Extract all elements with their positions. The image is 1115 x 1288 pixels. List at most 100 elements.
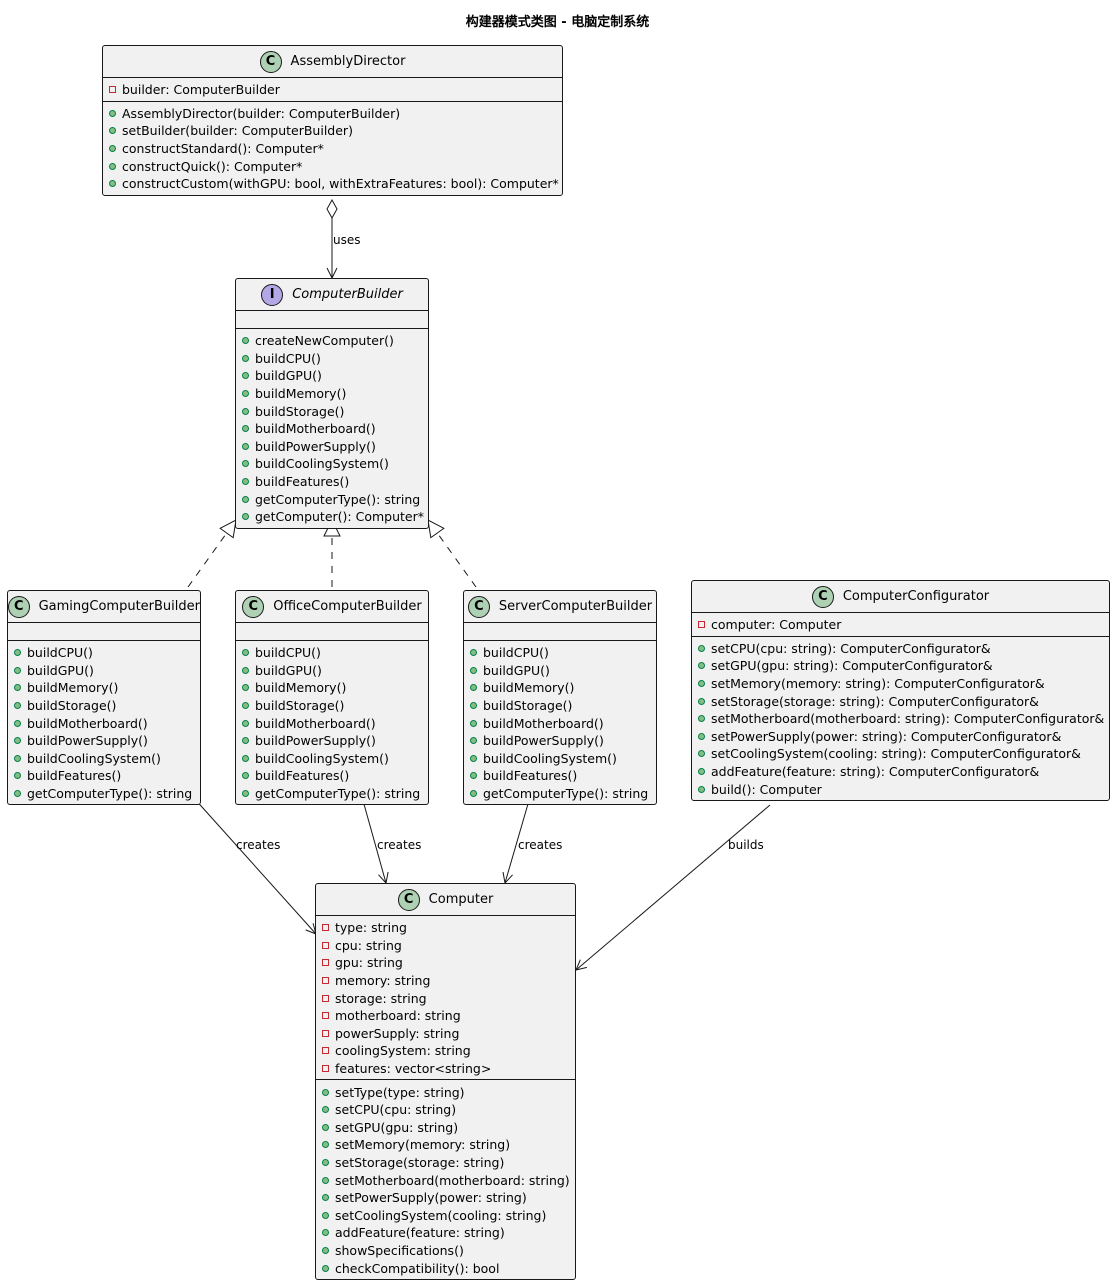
attribute-row: type: string — [316, 919, 575, 937]
member-text: buildStorage() — [255, 403, 345, 419]
member-text: buildFeatures() — [27, 768, 122, 784]
relation-gaming-creates-computer — [192, 796, 316, 934]
method-row: build(): Computer — [692, 780, 1109, 798]
attribute-row: cpu: string — [316, 937, 575, 955]
method-row: buildCPU() — [236, 644, 428, 662]
public-visibility-icon — [242, 478, 249, 486]
private-visibility-icon — [322, 994, 329, 1002]
public-visibility-icon — [14, 737, 21, 745]
member-text: buildPowerSupply() — [27, 733, 148, 749]
class-name: Computer — [428, 892, 494, 907]
diagram-title: 构建器模式类图 - 电脑定制系统 — [465, 15, 650, 30]
method-row: buildMemory() — [8, 679, 200, 697]
method-row: buildFeatures() — [236, 473, 428, 491]
class-name: AssemblyDirector — [290, 54, 406, 69]
public-visibility-icon — [242, 666, 249, 674]
public-visibility-icon — [470, 790, 477, 798]
private-visibility-icon — [698, 621, 705, 629]
relation-label-office-creates: creates — [377, 838, 422, 852]
public-visibility-icon — [698, 715, 705, 723]
member-text: setPowerSupply(power: string): ComputerC… — [711, 728, 1062, 744]
method-row: setStorage(storage: string) — [316, 1154, 575, 1172]
method-section: setType(type: string)setCPU(cpu: string)… — [316, 1080, 575, 1279]
member-text: buildFeatures() — [255, 474, 350, 490]
attribute-section — [8, 623, 200, 641]
relation-configurator-builds-computer — [576, 804, 771, 970]
attribute-section — [236, 311, 428, 329]
member-text: constructStandard(): Computer* — [122, 141, 324, 157]
attribute-row: builder: ComputerBuilder — [103, 81, 562, 99]
relation-server-creates-computer — [505, 796, 531, 883]
member-text: computer: Computer — [711, 617, 842, 633]
member-text: setCPU(cpu: string): ComputerConfigurato… — [711, 640, 991, 656]
member-text: buildCPU() — [255, 645, 321, 661]
method-section: createNewComputer()buildCPU()buildGPU()b… — [236, 329, 428, 528]
member-text: getComputerType(): string — [27, 786, 193, 802]
public-visibility-icon — [14, 772, 21, 780]
member-text: setType(type: string) — [335, 1084, 465, 1100]
attribute-row: powerSupply: string — [316, 1025, 575, 1043]
member-text: getComputerType(): string — [255, 786, 421, 802]
class-header: C Computer — [316, 884, 575, 916]
member-text: buildGPU() — [27, 662, 94, 678]
relation-label-builds: builds — [728, 838, 764, 852]
member-text: AssemblyDirector(builder: ComputerBuilde… — [122, 105, 401, 121]
method-row: addFeature(feature: string): ComputerCon… — [692, 763, 1109, 781]
method-row: setType(type: string) — [316, 1083, 575, 1101]
method-row: buildMotherboard() — [464, 714, 656, 732]
member-text: buildStorage() — [483, 698, 573, 714]
method-row: showSpecifications() — [316, 1242, 575, 1260]
member-text: buildCoolingSystem() — [27, 750, 161, 766]
class-stereotype-icon: C — [8, 595, 30, 618]
method-row: setMemory(memory: string): ComputerConfi… — [692, 675, 1109, 693]
member-text: buildPowerSupply() — [483, 733, 604, 749]
member-text: build(): Computer — [711, 781, 822, 797]
method-row: setMotherboard(motherboard: string): Com… — [692, 710, 1109, 728]
public-visibility-icon — [242, 649, 249, 657]
public-visibility-icon — [242, 407, 249, 415]
public-visibility-icon — [109, 145, 116, 153]
member-text: coolingSystem: string — [335, 1043, 471, 1059]
method-row: buildMotherboard() — [236, 420, 428, 438]
method-row: buildFeatures() — [236, 767, 428, 785]
member-text: buildCoolingSystem() — [255, 750, 389, 766]
method-row: buildCPU() — [236, 350, 428, 368]
method-row: AssemblyDirector(builder: ComputerBuilde… — [103, 105, 562, 123]
method-row: setPowerSupply(power: string) — [316, 1189, 575, 1207]
member-text: buildGPU() — [255, 662, 322, 678]
public-visibility-icon — [470, 666, 477, 674]
member-text: buildStorage() — [27, 698, 117, 714]
member-text: setMemory(memory: string) — [335, 1137, 511, 1153]
public-visibility-icon — [14, 684, 21, 692]
public-visibility-icon — [322, 1141, 329, 1149]
public-visibility-icon — [109, 109, 116, 117]
member-text: setBuilder(builder: ComputerBuilder) — [122, 123, 353, 139]
public-visibility-icon — [14, 649, 21, 657]
member-text: getComputer(): Computer* — [255, 509, 424, 525]
member-text: setMemory(memory: string): ComputerConfi… — [711, 676, 1045, 692]
public-visibility-icon — [322, 1176, 329, 1184]
attribute-row: motherboard: string — [316, 1007, 575, 1025]
public-visibility-icon — [14, 702, 21, 710]
public-visibility-icon — [322, 1123, 329, 1131]
method-row: buildFeatures() — [8, 767, 200, 785]
class-stereotype-icon: C — [397, 888, 420, 911]
member-text: buildMemory() — [255, 386, 347, 402]
method-row: createNewComputer() — [236, 332, 428, 350]
public-visibility-icon — [322, 1159, 329, 1167]
attribute-row: gpu: string — [316, 954, 575, 972]
public-visibility-icon — [322, 1229, 329, 1237]
class-name: OfficeComputerBuilder — [273, 599, 422, 614]
method-row: buildCoolingSystem() — [464, 750, 656, 768]
attribute-section — [236, 623, 428, 641]
